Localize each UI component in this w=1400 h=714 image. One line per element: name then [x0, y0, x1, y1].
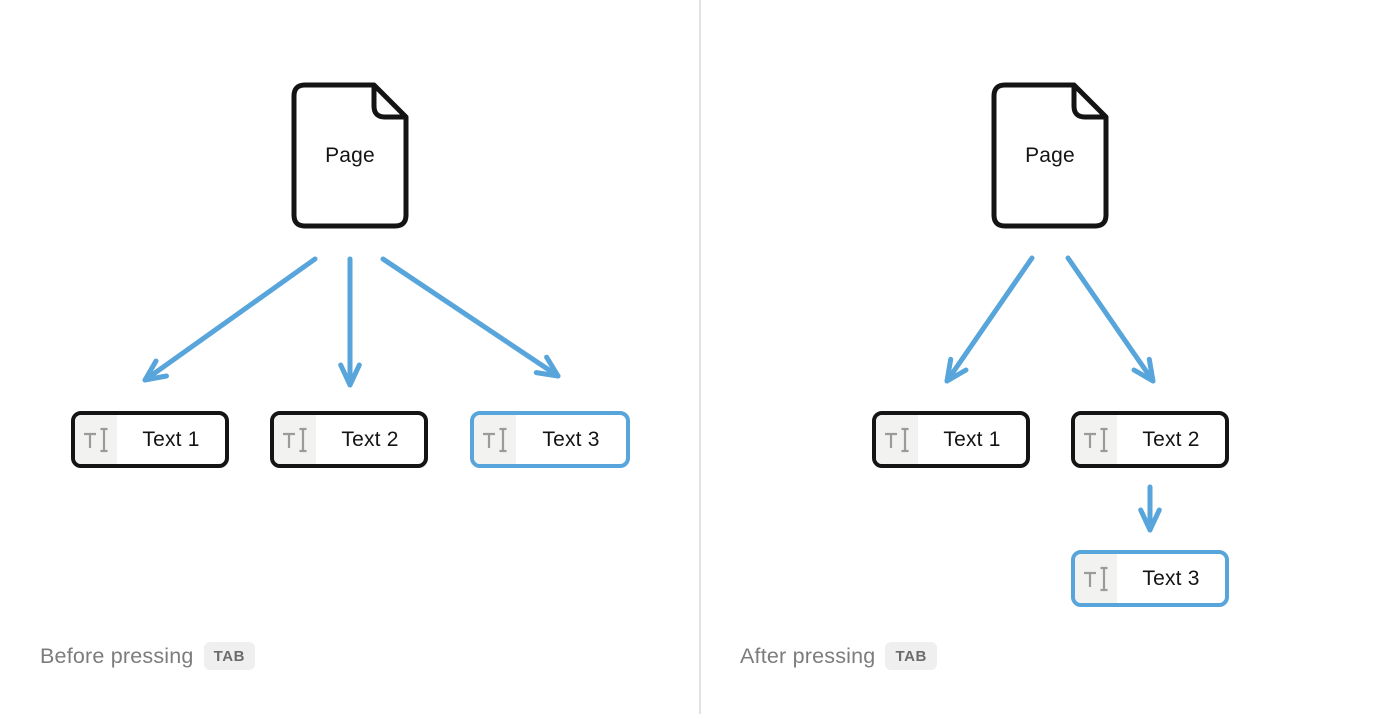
text-cursor-icon — [1075, 554, 1117, 603]
page-label: Page — [325, 143, 375, 167]
text-cursor-icon — [75, 415, 117, 464]
text-cursor-icon — [876, 415, 918, 464]
text-block-3-highlighted: Text 3 — [470, 411, 630, 468]
page-document-icon: Page — [991, 82, 1109, 229]
block-label: Text 1 — [142, 427, 200, 451]
page-outline-icon — [991, 82, 1109, 229]
page-outline-icon — [291, 82, 409, 229]
tab-key-badge: TAB — [885, 642, 937, 670]
after-caption: After pressing TAB — [740, 638, 937, 674]
page-label: Page — [1025, 143, 1075, 167]
text-block-1: Text 1 — [872, 411, 1030, 468]
text-cursor-icon — [1075, 415, 1117, 464]
caption-text: After pressing — [740, 643, 876, 668]
caption-text: Before pressing — [40, 643, 194, 668]
text-block-3-highlighted-indented: Text 3 — [1071, 550, 1229, 607]
block-label: Text 3 — [542, 427, 600, 451]
after-panel: Page Text 1 Text 2 — [700, 0, 1400, 714]
text-block-2: Text 2 — [270, 411, 428, 468]
before-panel: Page Text 1 Text 2 — [40, 82, 630, 674]
before-caption: Before pressing TAB — [40, 638, 256, 674]
text-block-2: Text 2 — [1071, 411, 1229, 468]
text-cursor-icon — [474, 415, 516, 464]
tab-key-badge: TAB — [203, 642, 256, 670]
page-document-icon: Page — [291, 82, 409, 229]
block-label: Text 1 — [943, 427, 1001, 451]
panel-divider — [699, 0, 701, 714]
block-label: Text 2 — [1142, 427, 1200, 451]
block-label: Text 3 — [1142, 566, 1200, 590]
text-cursor-icon — [274, 415, 316, 464]
block-label: Text 2 — [341, 427, 399, 451]
text-block-1: Text 1 — [71, 411, 229, 468]
